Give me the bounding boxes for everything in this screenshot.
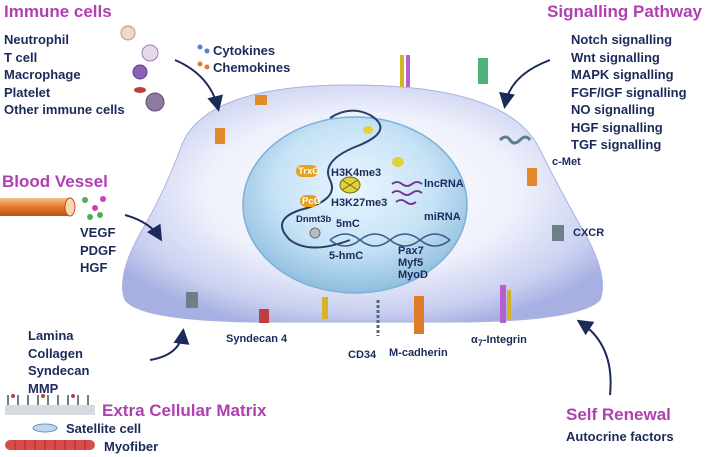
trxg-label: TrxG	[298, 166, 320, 177]
ecm-item-mmp: MMP	[28, 380, 59, 396]
h3k4-label: H3K4me3	[331, 167, 382, 179]
trxg-badge	[296, 165, 318, 177]
5hmc-label: 5-hmC	[329, 250, 364, 262]
gene-myf5: Myf5	[398, 257, 424, 269]
membrane-receptors	[186, 55, 564, 336]
signalling-heading: Signalling Pathway	[547, 2, 702, 21]
self-renewal-sub: Autocrine factors	[566, 429, 674, 444]
mirna-label: miRNA	[424, 211, 461, 223]
immune-item-platelet: Platelet	[4, 84, 51, 100]
satellite-legend-label: Satellite cell	[66, 421, 142, 436]
h3k27-label: H3K27me3	[331, 197, 388, 209]
self-renewal-arrow	[576, 319, 612, 396]
ecm-list: Lamina Collagen Syndecan MMP	[28, 327, 89, 397]
signalling-item-wnt: Wnt signalling	[571, 49, 660, 65]
myofiber-legend-icon	[5, 440, 95, 450]
pcg-badge	[300, 195, 318, 207]
signalling-item-no: NO signalling	[571, 102, 655, 117]
syndecan4-label: Syndecan 4	[226, 333, 288, 345]
immune-item-tcell: T cell	[4, 49, 38, 65]
signalling-item-tgf: TGF signalling	[571, 137, 662, 152]
cxcr-label: CXCR	[573, 227, 605, 239]
signalling-item-fgf: FGF/IGF signalling	[571, 84, 687, 100]
gene-list: Pax7 Myf5 MyoD	[398, 245, 428, 281]
cytokines-label: Cytokines	[213, 43, 276, 58]
pcg-label: PcG	[302, 196, 322, 207]
self-renewal-heading: Self Renewal	[566, 405, 671, 424]
rna-squiggles	[391, 181, 423, 205]
ecm-item-lamina: Lamina	[28, 328, 74, 343]
blood-item-pdgf: PDGF	[80, 242, 117, 258]
blood-item-hgf: HGF	[80, 260, 108, 275]
gene-myod: MyoD	[398, 269, 428, 281]
5mc-label: 5mC	[336, 218, 360, 230]
signalling-item-notch: Notch signalling	[571, 32, 673, 47]
signalling-item-hgf: HGF signalling	[571, 119, 663, 135]
ecm-heading: Extra Cellular Matrix	[102, 401, 267, 420]
cmet-label: c-Met	[552, 156, 581, 168]
immune-arrow	[174, 59, 223, 112]
growth-factor-dots	[82, 196, 106, 220]
lncrna-label: lncRNA	[424, 178, 464, 190]
immune-item-macrophage: Macrophage	[4, 67, 81, 82]
ecm-strip	[5, 394, 95, 415]
dna-helix	[329, 233, 451, 247]
blood-heading: Blood Vessel	[2, 172, 108, 191]
nucleosome	[339, 126, 404, 194]
blood-item-vegf: VEGF	[80, 225, 116, 240]
blood-list: VEGF PDGF HGF	[80, 224, 116, 277]
ecm-item-collagen: Collagen	[28, 345, 83, 361]
immune-item-neutrophil: Neutrophil	[4, 32, 69, 47]
ecm-item-syndecan: Syndecan	[28, 363, 90, 378]
satellite-cell-legend-icon	[32, 423, 58, 433]
signalling-item-mapk: MAPK signalling	[571, 67, 674, 82]
blood-vessel-opening	[64, 197, 76, 217]
signalling-list: Notch signalling Wnt signalling MAPK sig…	[571, 31, 687, 154]
immune-cell-icons	[120, 25, 165, 112]
dnmt-label: Dnmt3b	[296, 214, 332, 225]
blood-vessel-tube	[0, 198, 70, 216]
mcadherin-label: M-cadherin	[389, 347, 448, 359]
integrin-label: α7-Integrin	[471, 334, 527, 349]
cytokine-dots	[197, 44, 210, 70]
immune-item-other: Other immune cells	[4, 102, 125, 117]
nucleus	[242, 116, 468, 294]
cd34-label: CD34	[348, 349, 377, 361]
blood-arrow	[124, 214, 163, 242]
immune-heading: Immune cells	[4, 2, 112, 21]
myofiber-legend-label: Myofiber	[104, 439, 159, 454]
ecm-arrow	[149, 328, 190, 361]
gene-pax7: Pax7	[398, 245, 424, 257]
chemokines-label: Chemokines	[213, 60, 291, 75]
dnmt-ball	[309, 227, 321, 239]
signalling-arrow	[499, 59, 551, 109]
chromatin-strand	[281, 109, 382, 249]
immune-list: Neutrophil T cell Macrophage Platelet Ot…	[4, 31, 125, 119]
